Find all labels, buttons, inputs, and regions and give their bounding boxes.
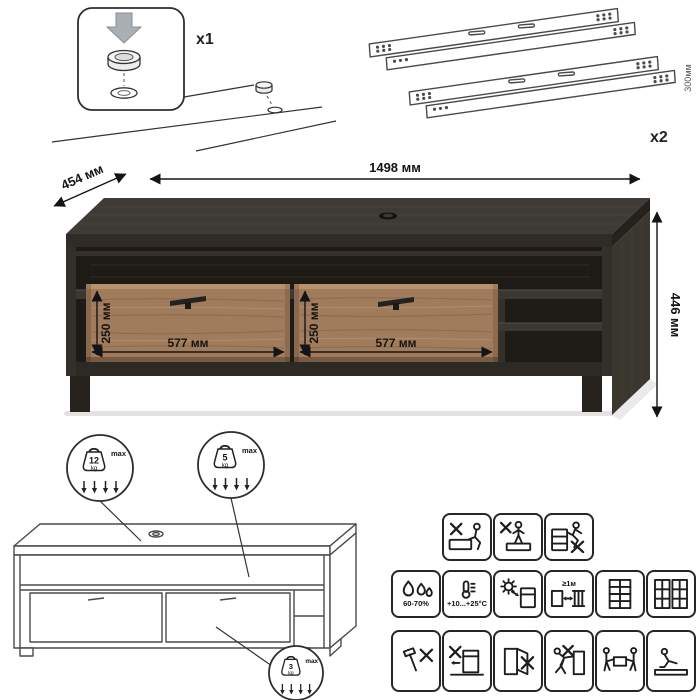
load-capacity-diagram: 12 kg max 5 kg max — [13, 431, 357, 700]
no-standing-icon — [499, 521, 532, 552]
heater-distance-icon-box: ≥1м — [544, 570, 594, 618]
load-unit: kg — [91, 466, 97, 472]
side-panel-left — [66, 247, 76, 376]
load-value: 5 — [222, 453, 227, 463]
drawer-right-height-label: 250 мм — [307, 302, 321, 343]
tv-stand-illustration — [64, 198, 658, 420]
assemble-on-floor-icon — [654, 647, 688, 676]
stand-outline — [13, 523, 357, 657]
right-compartment-shelf — [498, 323, 602, 331]
no-pushing-icon-box — [544, 630, 594, 692]
drawer-handles-outline — [87, 597, 237, 601]
installed-foot-icon — [255, 81, 283, 114]
load-callout-drawer: 3 kg max — [268, 645, 324, 700]
humidity-label: 60-70% — [403, 599, 429, 609]
no-climbing-icon-box — [544, 513, 594, 561]
no-hammer-icon-box — [391, 630, 441, 692]
depth-dimension-arrow — [53, 173, 127, 207]
drawer-right-width-label: 577 мм — [375, 336, 416, 350]
no-lean-on-door-icon — [503, 647, 535, 676]
leader-top-load — [99, 500, 142, 542]
max-label: max — [242, 446, 258, 455]
load-callout-shelf: 5 kg max — [197, 431, 265, 499]
drawer-left-outline — [29, 592, 163, 643]
drawer-left-width-label: 577 мм — [167, 336, 208, 350]
temperature-label: +10...+25°C — [446, 599, 488, 609]
max-label: max — [111, 449, 127, 458]
leader-drawer-load — [215, 626, 273, 667]
leg-right — [582, 376, 602, 412]
top-panel — [66, 198, 650, 234]
slide-rail-2 — [408, 55, 676, 119]
top-panel-edge — [66, 234, 612, 247]
side-panel-right-edge — [602, 247, 612, 376]
no-lean-on-door-icon-box — [493, 630, 543, 692]
weight-icon: 12 kg — [82, 447, 106, 472]
humidity-icon — [402, 580, 433, 598]
slide-length-label: 300мм — [683, 64, 693, 91]
load-arrows-icon — [212, 478, 250, 491]
no-pushing-icon — [553, 645, 585, 676]
floor-shadow — [64, 411, 624, 416]
carry-two-people-icon-box — [595, 630, 645, 692]
drawer-right — [294, 284, 498, 362]
product-dimension-diagram: 1498 мм 454 мм 446 мм 250 мм 250 мм 577 … — [53, 160, 683, 420]
insert-arrow-icon — [105, 12, 143, 44]
load-callout-top-surface: 12 kg max — [66, 434, 134, 502]
drawer-left — [86, 284, 290, 362]
panel-edge-lines — [51, 106, 337, 152]
weight-icon: 5 kg — [213, 444, 237, 469]
drawer-left-height-label: 250 мм — [99, 302, 113, 343]
carry-two-people-icon — [602, 647, 638, 672]
parts-grid-icon — [608, 578, 632, 610]
no-direct-sun-icon-box — [493, 570, 543, 618]
leader-shelf-load — [230, 497, 250, 578]
load-value: 12 — [89, 456, 99, 466]
drawer-right-outline — [165, 592, 291, 643]
furniture-foot-icon — [107, 49, 141, 99]
slide-rail-1 — [368, 7, 636, 71]
max-label: max — [305, 658, 318, 665]
divider-panel — [498, 299, 505, 376]
bottom-panel — [76, 362, 602, 376]
leg-left — [70, 376, 90, 412]
no-dragging-icon — [448, 645, 484, 676]
load-arrows-icon — [280, 684, 312, 695]
humidity-icon-box: 60-70% — [391, 570, 441, 618]
load-value: 3 — [289, 662, 293, 671]
load-unit: kg — [288, 671, 294, 677]
parts-grid-icon-box — [595, 570, 645, 618]
sections-cabinet-icon — [654, 578, 688, 610]
weight-icon: 3 kg — [281, 655, 301, 677]
drawer-handle-icon — [170, 296, 206, 309]
load-unit: kg — [222, 463, 228, 469]
foot-count-label: x1 — [196, 31, 214, 48]
dimensions: 1498 мм 454 мм 446 мм 250 мм 250 мм 577 … — [53, 160, 683, 418]
side-panel-right — [612, 211, 650, 415]
drawer-slides-diagram: x2 300мм — [368, 7, 693, 146]
foot-detail-diagram: x1 — [51, 7, 337, 152]
drawer-handle-icon — [378, 297, 414, 310]
depth-dimension-label: 454 мм — [59, 161, 106, 193]
no-dragging-icon-box — [442, 630, 492, 692]
no-standing-icon-box — [493, 513, 543, 561]
heater-distance-label: ≥1м — [562, 579, 576, 589]
width-dimension-label: 1498 мм — [369, 160, 421, 175]
slides-count-label: x2 — [650, 129, 668, 146]
no-sitting-icon-box — [442, 513, 492, 561]
assemble-on-floor-icon-box — [646, 630, 696, 692]
sections-cabinet-icon-box — [646, 570, 696, 618]
height-dimension-label: 446 мм — [668, 293, 683, 338]
temperature-icon-box: +10...+25°C — [442, 570, 492, 618]
no-direct-sun-icon — [500, 578, 536, 609]
no-hammer-icon — [402, 647, 434, 672]
heater-distance-icon — [550, 589, 586, 607]
no-sitting-icon — [448, 522, 482, 551]
load-arrows-icon — [81, 481, 119, 494]
foot-leader-line — [183, 84, 255, 98]
thermometer-icon — [461, 580, 476, 600]
no-climbing-icon — [551, 521, 585, 553]
